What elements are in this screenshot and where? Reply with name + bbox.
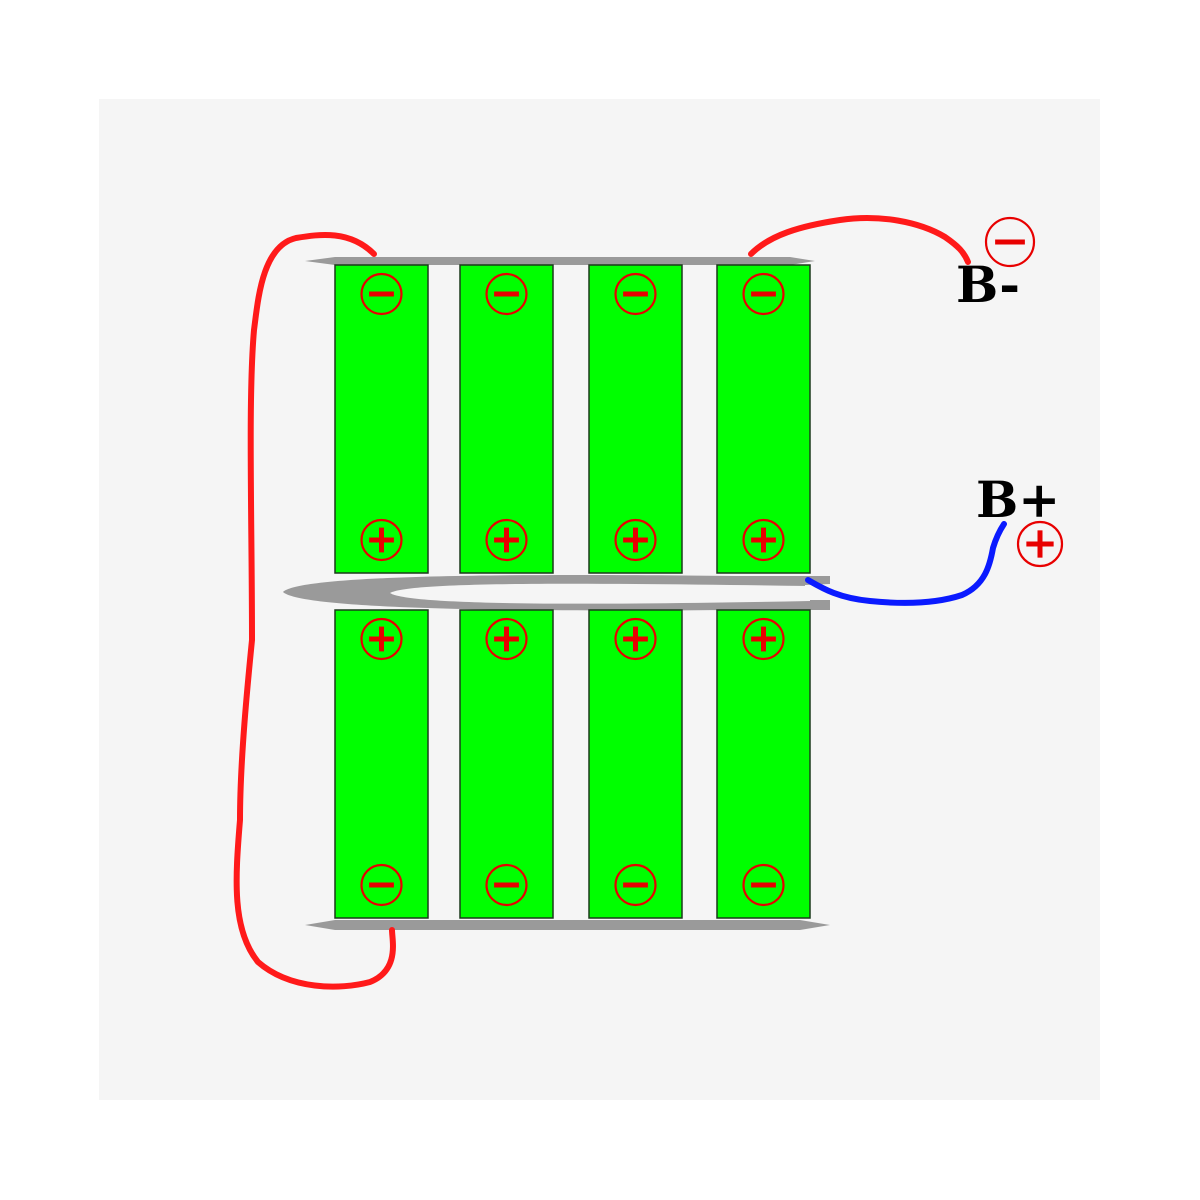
positive-terminal-icon (614, 518, 657, 562)
polarity-ring (742, 518, 785, 562)
cell-body (588, 609, 683, 919)
middle-strip-cutout (390, 583, 810, 604)
positive-terminal-icon (742, 518, 785, 562)
polarity-ring (485, 272, 528, 316)
battery-cell (334, 609, 429, 919)
positive-terminal-icon (360, 518, 403, 562)
positive-terminal-icon (485, 518, 528, 562)
negative-terminal-icon (360, 272, 403, 316)
polarity-ring (984, 216, 1036, 268)
battery-cell (459, 264, 554, 574)
battery-cell (588, 264, 683, 574)
positive-terminal-icon (614, 617, 657, 661)
bottom-cell-row (334, 609, 811, 919)
negative-terminal-symbol (984, 216, 1036, 268)
polarity-ring (742, 863, 785, 907)
positive-terminal-icon (360, 617, 403, 661)
polarity-ring (360, 272, 403, 316)
top-cell-row (334, 264, 811, 574)
cell-body (459, 609, 554, 919)
negative-output-wire (748, 215, 971, 265)
polarity-ring (614, 272, 657, 316)
cell-body (334, 609, 429, 919)
negative-terminal-label: B- (956, 255, 1020, 314)
cell-body (334, 264, 429, 574)
polarity-ring (614, 518, 657, 562)
polarity-ring (485, 518, 528, 562)
positive-terminal-symbol (1016, 520, 1064, 568)
negative-terminal: B- (956, 216, 1036, 314)
polarity-ring (485, 863, 528, 907)
battery-cell (716, 264, 811, 574)
negative-terminal-icon (485, 863, 528, 907)
negative-terminal-icon (485, 272, 528, 316)
polarity-ring (360, 863, 403, 907)
polarity-ring (742, 617, 785, 661)
middle-nickel-strip (283, 574, 830, 611)
cell-body (459, 264, 554, 574)
positive-terminal: B+ (976, 470, 1064, 568)
polarity-ring (614, 863, 657, 907)
cell-body (716, 264, 811, 574)
negative-terminal-icon (614, 863, 657, 907)
polarity-ring (485, 617, 528, 661)
positive-terminal-label: B+ (976, 470, 1060, 529)
negative-terminal-icon (360, 863, 403, 907)
bottom-nickel-strip (305, 920, 830, 930)
negative-terminal-icon (742, 863, 785, 907)
negative-symbol-icon (984, 216, 1036, 268)
positive-terminal-icon (485, 617, 528, 661)
battery-cell (334, 264, 429, 574)
battery-cell (716, 609, 811, 919)
polarity-ring (360, 617, 403, 661)
polarity-ring (1016, 520, 1064, 568)
polarity-ring (742, 272, 785, 316)
top-nickel-strip (305, 257, 815, 265)
polarity-ring (360, 518, 403, 562)
battery-cell (588, 609, 683, 919)
polarity-ring (614, 617, 657, 661)
cell-body (588, 264, 683, 574)
battery-cell (459, 609, 554, 919)
negative-bridge-wire (233, 231, 396, 990)
positive-symbol-icon (1016, 520, 1064, 568)
positive-output-wire (805, 521, 1007, 606)
positive-terminal-icon (742, 617, 785, 661)
cell-body (716, 609, 811, 919)
negative-terminal-icon (742, 272, 785, 316)
negative-terminal-icon (614, 272, 657, 316)
